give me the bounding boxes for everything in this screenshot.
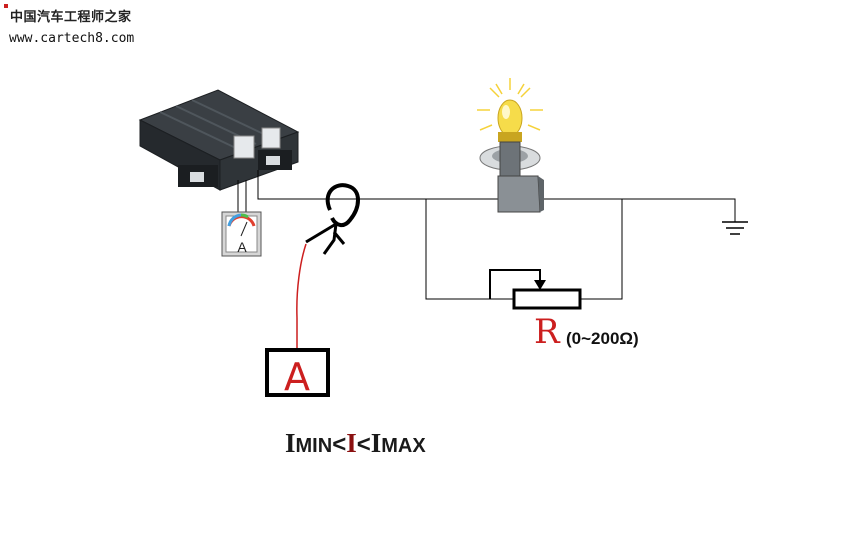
formula-imin-main: I	[285, 428, 296, 458]
formula-imin-sub: MIN	[295, 435, 333, 457]
resistor-symbol-label: R	[534, 312, 560, 352]
formula-lt-2: <	[356, 431, 371, 458]
formula-i: I	[346, 428, 357, 458]
formula-lt-1: <	[332, 431, 347, 458]
large-ammeter-label: A	[284, 355, 310, 399]
probe-lead-wire	[296, 243, 307, 350]
ground-icon	[722, 221, 748, 235]
current-clamp-icon	[305, 183, 360, 255]
ecu-module-icon	[138, 89, 300, 191]
current-range-formula: IMIN<I<IMAX	[285, 428, 426, 459]
light-bulb-icon	[477, 78, 544, 213]
ecu-pin-wires	[237, 180, 247, 212]
resistor-branch-wire	[425, 199, 623, 300]
resistor-range-label: (0~200Ω)	[566, 329, 639, 348]
watermark-url: www.cartech8.com	[9, 31, 135, 46]
small-ammeter-icon	[221, 211, 262, 257]
large-ammeter-icon	[265, 348, 330, 397]
variable-resistor-icon	[489, 269, 582, 310]
watermark-site-name: 中国汽车工程师之家	[10, 10, 132, 25]
watermark-logo-icon	[4, 4, 8, 8]
small-ammeter-label: A	[237, 239, 247, 255]
formula-imax-sub: MAX	[381, 435, 426, 457]
main-wire	[257, 170, 736, 222]
formula-imax-main: I	[370, 428, 382, 458]
